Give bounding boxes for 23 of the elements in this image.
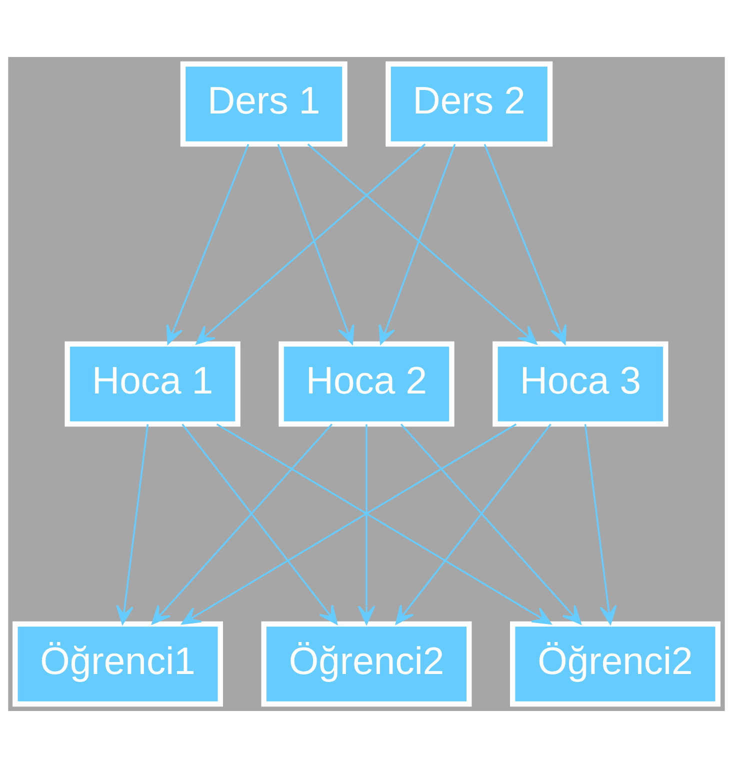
arrow <box>378 144 456 345</box>
arrow <box>196 144 426 345</box>
arrow <box>181 423 517 625</box>
node-box: Öğrenci1 <box>12 621 223 707</box>
node-box: Ders 2 <box>386 61 553 147</box>
arrow <box>116 424 149 625</box>
node-box: Öğrenci2 <box>510 621 720 707</box>
node-box: Hoca 2 <box>278 341 454 427</box>
arrow <box>277 144 354 345</box>
node-box: Hoca 3 <box>492 341 668 427</box>
arrow <box>584 424 617 625</box>
node-box: Ders 1 <box>180 61 348 147</box>
arrow <box>395 424 552 625</box>
arrow <box>166 144 250 345</box>
arrow <box>358 424 376 625</box>
arrow <box>484 144 567 345</box>
arrow <box>400 424 582 625</box>
arrow <box>216 423 552 625</box>
arrow <box>182 424 338 625</box>
node-box: Öğrenci2 <box>261 621 472 707</box>
arrow <box>307 144 538 345</box>
arrow <box>152 424 333 625</box>
node-box: Hoca 1 <box>64 341 240 427</box>
